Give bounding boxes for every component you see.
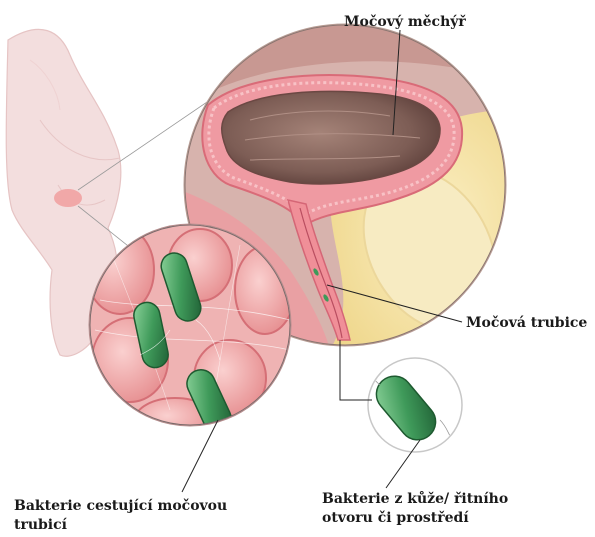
label-bacteria-travelling-line-1: Bakterie cestující močovou <box>14 497 227 516</box>
label-bacteria-source-line-1: Bakterie z kůže/ řitního <box>322 490 508 509</box>
travelling-leader <box>182 420 218 492</box>
bacteria-source-magnification <box>360 358 462 452</box>
label-urethra: Močová trubice <box>466 314 587 333</box>
label-bacteria-travelling-line-2: trubicí <box>14 516 227 535</box>
body-bladder-marker <box>54 189 82 207</box>
label-bacteria-source-line-2: otvoru či prostředí <box>322 509 508 528</box>
source-path-leader <box>340 340 372 400</box>
label-bacteria-travelling: Bakterie cestující močovou trubicí <box>14 497 227 535</box>
label-bladder: Močový měchýř <box>344 13 466 32</box>
label-bacteria-source: Bakterie z kůže/ řitního otvoru či prost… <box>322 490 508 528</box>
